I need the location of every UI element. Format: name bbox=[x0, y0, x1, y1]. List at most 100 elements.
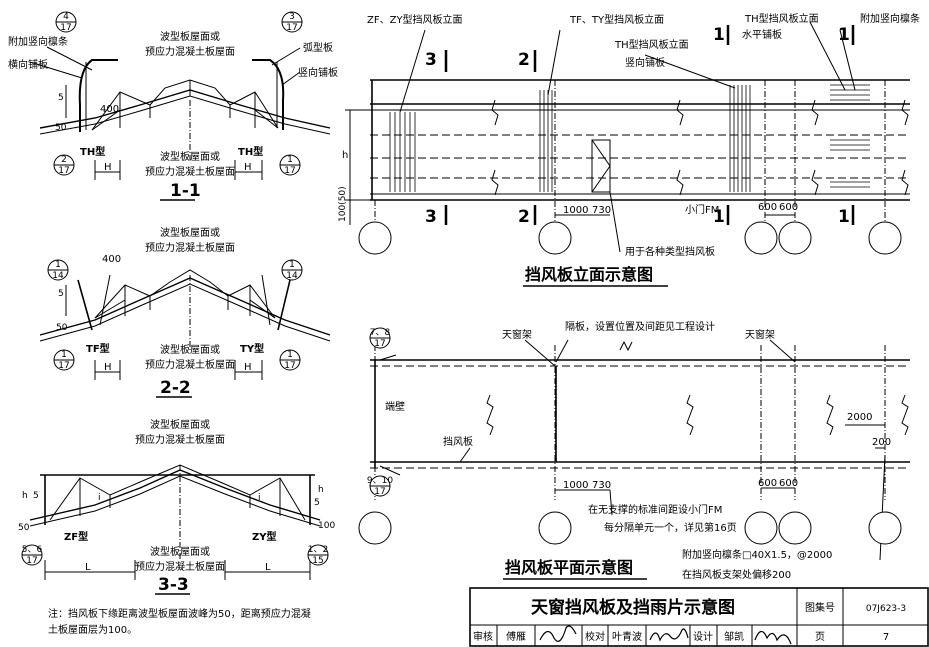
dim-730: 730 bbox=[592, 205, 611, 216]
cut-1-a-top: 1 bbox=[713, 25, 725, 45]
ref-br-den: 17 bbox=[284, 361, 295, 371]
type-right: TH型 bbox=[238, 145, 263, 158]
design-label: 设计 bbox=[693, 630, 713, 643]
section-1-1 bbox=[29, 46, 331, 180]
dim-H-right: H bbox=[244, 162, 252, 173]
dim-600b: 600 bbox=[779, 478, 798, 489]
dim-400: 400 bbox=[102, 254, 121, 265]
type-right: TY型 bbox=[240, 342, 264, 355]
roof-bottom-line1: 波型板屋面或 bbox=[150, 545, 210, 558]
page-label: 页 bbox=[815, 631, 825, 643]
type-right: ZY型 bbox=[252, 530, 277, 543]
ref-top-den: 17 bbox=[374, 339, 385, 349]
title-block bbox=[469, 587, 929, 647]
label-tf-ty: TF、TY型挡风板立面 bbox=[569, 13, 664, 26]
section-2-2 bbox=[39, 269, 331, 380]
cut-2-bottom: 2 bbox=[518, 207, 530, 227]
dim-H-left: H bbox=[104, 362, 112, 373]
label-vertical-board: 竖向铺板 bbox=[625, 56, 665, 69]
ref-bl-num: 2 bbox=[61, 155, 67, 165]
ref-br-den: 17 bbox=[284, 166, 295, 176]
roof-top-line2: 预应力混凝土板屋面 bbox=[135, 433, 225, 446]
roof-top-line1: 波型板屋面或 bbox=[160, 30, 220, 43]
section-1-refs bbox=[53, 11, 303, 176]
elevation-title: 挡风板立面示意图 bbox=[525, 265, 653, 284]
review-label: 审核 bbox=[473, 630, 493, 643]
label-skylight-frame-right: 天窗架 bbox=[745, 328, 775, 341]
label-horizontal-board: 横向铺板 bbox=[8, 58, 48, 71]
cut-1-b-top: 1 bbox=[838, 25, 850, 45]
ref-tr-den: 17 bbox=[286, 23, 297, 33]
elevation-drawing bbox=[345, 21, 910, 253]
plan-title: 挡风板平面示意图 bbox=[505, 558, 633, 577]
ref-tr-num: 3 bbox=[289, 12, 295, 22]
ref-bl: 5、6 bbox=[22, 545, 43, 555]
roof-top-line2: 预应力混凝土板屋面 bbox=[145, 241, 235, 254]
note-door-line2: 每分隔单元一个，详见第16页 bbox=[604, 521, 737, 534]
label-th: TH型挡风板立面 bbox=[614, 38, 689, 51]
type-left: TH型 bbox=[80, 145, 105, 158]
check-name: 叶青波 bbox=[612, 630, 642, 643]
ref-bl-num: 1 bbox=[61, 350, 67, 360]
ref-bl-den: 17 bbox=[58, 166, 69, 176]
dim-100: 100 bbox=[318, 521, 335, 531]
cut-2-top: 2 bbox=[518, 50, 530, 70]
ref-tl-den: 17 bbox=[60, 23, 71, 33]
title-block-text: 天窗挡风板及挡雨片示意图 图集号 07J623-3 审核 傅雁 校对 叶青波 设… bbox=[473, 597, 906, 643]
dim-50: 50 bbox=[18, 523, 30, 533]
type-left: TF型 bbox=[86, 342, 110, 355]
elevation-text: ZF、ZY型挡风板立面 TF、TY型挡风板立面 TH型挡风板立面 附加竖向檩条 … bbox=[338, 12, 920, 284]
dim-600a: 600 bbox=[758, 202, 777, 213]
dim-2000: 2000 bbox=[847, 412, 872, 423]
dim-400: 400 bbox=[100, 104, 119, 115]
section-title: 3-3 bbox=[158, 575, 189, 595]
label-added-purlin: 附加竖向檩条 bbox=[8, 35, 68, 48]
dim-L-left: L bbox=[85, 562, 91, 573]
dim-200: 200 bbox=[872, 437, 891, 448]
dim-50: 50 bbox=[56, 323, 68, 333]
dim-5: 5 bbox=[58, 289, 64, 299]
section-title: 2-2 bbox=[160, 378, 191, 398]
dim-1000: 1000 bbox=[563, 480, 588, 491]
cut-3-bottom: 3 bbox=[425, 207, 437, 227]
ref-tr-den: 14 bbox=[286, 271, 298, 281]
plan-axis-circles bbox=[358, 327, 902, 545]
roof-bottom-line1: 波型板屋面或 bbox=[160, 343, 220, 356]
ref-tl-num: 1 bbox=[55, 260, 61, 270]
roof-top-line2: 预应力混凝土板屋面 bbox=[145, 45, 235, 58]
dim-5-left: 5 bbox=[33, 491, 39, 501]
roof-top-line1: 波型板屋面或 bbox=[160, 226, 220, 239]
label-all-types: 用于各种类型挡风板 bbox=[625, 245, 715, 258]
dim-h-right: h bbox=[318, 485, 324, 495]
note-purlin-line1: 附加竖向檩条□40X1.5，@2000 bbox=[682, 548, 832, 561]
section-2-refs bbox=[47, 259, 303, 371]
section-title: 1-1 bbox=[170, 181, 201, 201]
dim-730: 730 bbox=[592, 480, 611, 491]
ref-bl-den: 17 bbox=[58, 361, 69, 371]
ref-br: 1、2 bbox=[308, 545, 328, 555]
label-added-purlin: 附加竖向檩条 bbox=[860, 12, 920, 25]
atlas-label: 图集号 bbox=[805, 601, 835, 614]
ref-bottom: 9、10 bbox=[367, 476, 393, 486]
cut-3-top: 3 bbox=[425, 50, 437, 70]
ref-top: 7、8 bbox=[370, 328, 391, 338]
section-3-refs bbox=[21, 544, 329, 566]
label-th-top: TH型挡风板立面 bbox=[744, 12, 819, 25]
dim-50: 50 bbox=[55, 123, 67, 133]
dim-5-right: 5 bbox=[314, 498, 320, 508]
dim-H-right: H bbox=[244, 362, 252, 373]
note-line1: 注：挡风板下缘距离波型板屋面波峰为50，距离预应力混凝 bbox=[48, 607, 311, 620]
roof-bottom-line2: 预应力混凝土板屋面 bbox=[145, 358, 235, 371]
dim-600b: 600 bbox=[779, 202, 798, 213]
design-name: 邹凯 bbox=[724, 630, 744, 643]
roof-top-line1: 波型板屋面或 bbox=[150, 418, 210, 431]
dim-i-left: i bbox=[98, 493, 101, 503]
label-arc-board: 弧型板 bbox=[303, 41, 333, 54]
roof-bottom-line2: 预应力混凝土板屋面 bbox=[135, 560, 225, 573]
cut-1-b-bottom: 1 bbox=[838, 207, 850, 227]
page-number: 7 bbox=[883, 632, 889, 643]
section-3-text: 5、6 17 1、2 15 波型板屋面或 预应力混凝土板屋面 波型板屋面或 预应… bbox=[18, 418, 335, 595]
note-door-line1: 在无支撑的标准间距设小门FM bbox=[588, 503, 722, 516]
dim-5: 5 bbox=[58, 93, 64, 103]
